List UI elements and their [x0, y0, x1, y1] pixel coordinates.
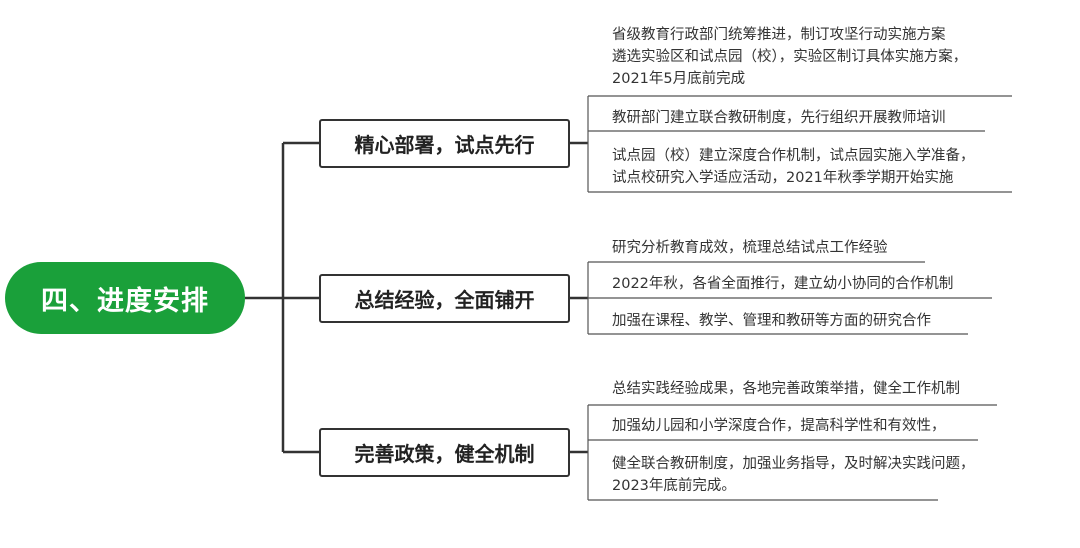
leaf-1-1: 省级教育行政部门统筹推进，制订攻坚行动实施方案 遴选实验区和试点园（校），实验区…	[612, 24, 967, 90]
branch-node-2: 总结经验，全面铺开	[319, 274, 570, 323]
leaf-3-2: 加强幼儿园和小学深度合作，提高科学性和有效性，	[612, 415, 946, 437]
root-node: 四、进度安排	[5, 262, 245, 334]
branch-node-1: 精心部署，试点先行	[319, 119, 570, 168]
leaf-2-3: 加强在课程、教学、管理和教研等方面的研究合作	[612, 310, 931, 332]
leaf-line: 加强在课程、教学、管理和教研等方面的研究合作	[612, 313, 931, 329]
leaf-1-2: 教研部门建立联合教研制度，先行组织开展教师培训	[612, 107, 946, 129]
leaf-line: 健全联合教研制度，加强业务指导，及时解决实践问题，	[612, 456, 975, 472]
leaf-line: 试点园（校）建立深度合作机制，试点园实施入学准备，	[612, 148, 975, 164]
leaf-1-3: 试点园（校）建立深度合作机制，试点园实施入学准备， 试点校研究入学适应活动，20…	[612, 145, 975, 189]
leaf-line: 试点校研究入学适应活动，2021年秋季学期开始实施	[612, 170, 954, 186]
leaf-line: 教研部门建立联合教研制度，先行组织开展教师培训	[612, 110, 946, 126]
leaf-line: 2022年秋，各省全面推行，建立幼小协同的合作机制	[612, 276, 954, 292]
leaf-line: 遴选实验区和试点园（校），实验区制订具体实施方案，	[612, 49, 968, 65]
leaf-line: 研究分析教育成效，梳理总结试点工作经验	[612, 240, 888, 256]
leaf-line: 总结实践经验成果，各地完善政策举措，健全工作机制	[612, 381, 960, 397]
leaf-line: 2021年5月底前完成	[612, 71, 746, 87]
leaf-3-1: 总结实践经验成果，各地完善政策举措，健全工作机制	[612, 378, 960, 400]
leaf-line: 省级教育行政部门统筹推进，制订攻坚行动实施方案	[612, 27, 946, 43]
leaf-3-3: 健全联合教研制度，加强业务指导，及时解决实践问题， 2023年底前完成。	[612, 453, 975, 497]
branch-node-3: 完善政策，健全机制	[319, 428, 570, 477]
leaf-line: 2023年底前完成。	[612, 478, 736, 494]
leaf-2-2: 2022年秋，各省全面推行，建立幼小协同的合作机制	[612, 273, 953, 295]
leaf-line: 加强幼儿园和小学深度合作，提高科学性和有效性，	[612, 418, 946, 434]
leaf-2-1: 研究分析教育成效，梳理总结试点工作经验	[612, 237, 888, 259]
